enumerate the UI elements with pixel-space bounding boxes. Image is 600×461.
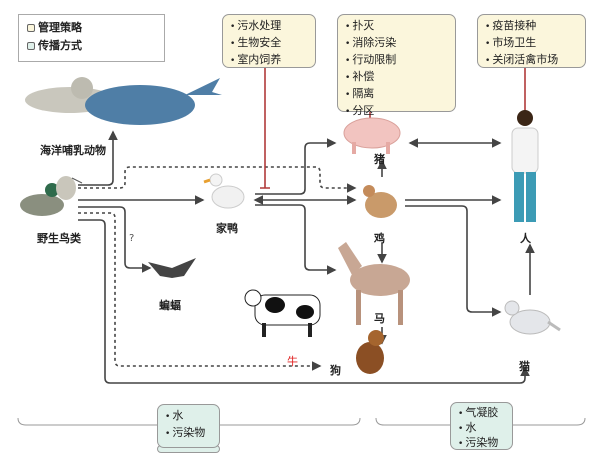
arrow-birds-cat xyxy=(78,219,530,384)
strategy-item: 生物安全 xyxy=(230,35,308,52)
label-duck: 家鸭 xyxy=(216,222,238,235)
cat-icon xyxy=(504,300,561,335)
arrow-duck-pig xyxy=(255,138,337,195)
legend-transmission: 传播方式 xyxy=(27,37,156,55)
transmission-item: 污染物 xyxy=(458,436,505,451)
strategy-item: 分区 xyxy=(345,103,448,120)
strategy-item: 隔离 xyxy=(345,86,448,103)
bat-icon xyxy=(148,258,196,278)
arrow-birds-marine xyxy=(78,130,118,186)
arrow-birds-bat xyxy=(78,206,152,273)
transmission-box-right: 气凝胶 水 污染物 xyxy=(450,402,513,450)
label-bat: 蝙蝠 xyxy=(159,299,181,312)
dog-icon xyxy=(356,330,384,374)
wild-birds-icon xyxy=(20,176,83,216)
label-cow: 牛 xyxy=(287,355,298,368)
legend: 管理策略 传播方式 xyxy=(18,14,165,62)
duck-icon xyxy=(203,173,245,209)
transmission-swatch xyxy=(27,42,35,50)
label-human: 人 xyxy=(520,232,531,245)
unknown-transmission-mark: ? xyxy=(129,233,135,244)
strategy-item: 关闭活禽市场 xyxy=(485,52,578,69)
transmission-item: 水 xyxy=(165,408,212,425)
strategy-item: 室内饲养 xyxy=(230,52,308,69)
strategy-item: 疫苗接种 xyxy=(485,18,578,35)
human-icon xyxy=(511,110,539,222)
transmission-item: 气凝胶 xyxy=(458,406,505,421)
transmission-item: 污染物 xyxy=(165,425,212,442)
strategy-item: 补偿 xyxy=(345,69,448,86)
label-chicken: 鸡 xyxy=(374,232,385,245)
strategy-item: 污水处理 xyxy=(230,18,308,35)
chicken-icon xyxy=(363,185,397,218)
arrow-duck-horse xyxy=(255,204,337,275)
arrow-chicken-cat xyxy=(405,205,502,317)
label-horse: 马 xyxy=(374,312,385,325)
label-dog: 狗 xyxy=(330,364,341,377)
strategy-item: 市场卫生 xyxy=(485,35,578,52)
label-pig: 猪 xyxy=(374,153,385,166)
transmission-box-left: 水 污染物 xyxy=(157,404,220,448)
strategy-box-environment: 污水处理 生物安全 室内饲养 xyxy=(222,14,316,68)
pig-icon xyxy=(343,117,401,154)
label-marine-mammals: 海洋哺乳动物 xyxy=(40,144,106,157)
horse-icon xyxy=(338,242,410,325)
label-wild-birds: 野生鸟类 xyxy=(37,232,81,245)
strategy-item: 扑灭 xyxy=(345,18,448,35)
transmission-item: 水 xyxy=(458,421,505,436)
legend-transmission-label: 传播方式 xyxy=(38,39,82,52)
arrow-birds-dog-dotted xyxy=(78,212,322,371)
whale-icon xyxy=(85,78,222,125)
label-cat: 猫 xyxy=(519,360,530,373)
strategy-item: 消除污染 xyxy=(345,35,448,52)
inhibit-line-1 xyxy=(260,68,270,189)
legend-strategy-label: 管理策略 xyxy=(38,21,82,34)
strategy-box-livestock: 扑灭 消除污染 行动限制 补偿 隔离 分区 xyxy=(337,14,456,117)
strategy-item: 行动限制 xyxy=(345,52,448,69)
legend-strategy: 管理策略 xyxy=(27,19,156,37)
strategy-box-human: 疫苗接种 市场卫生 关闭活禽市场 xyxy=(477,14,586,68)
strategy-swatch xyxy=(27,24,35,32)
cow-icon xyxy=(244,289,321,337)
